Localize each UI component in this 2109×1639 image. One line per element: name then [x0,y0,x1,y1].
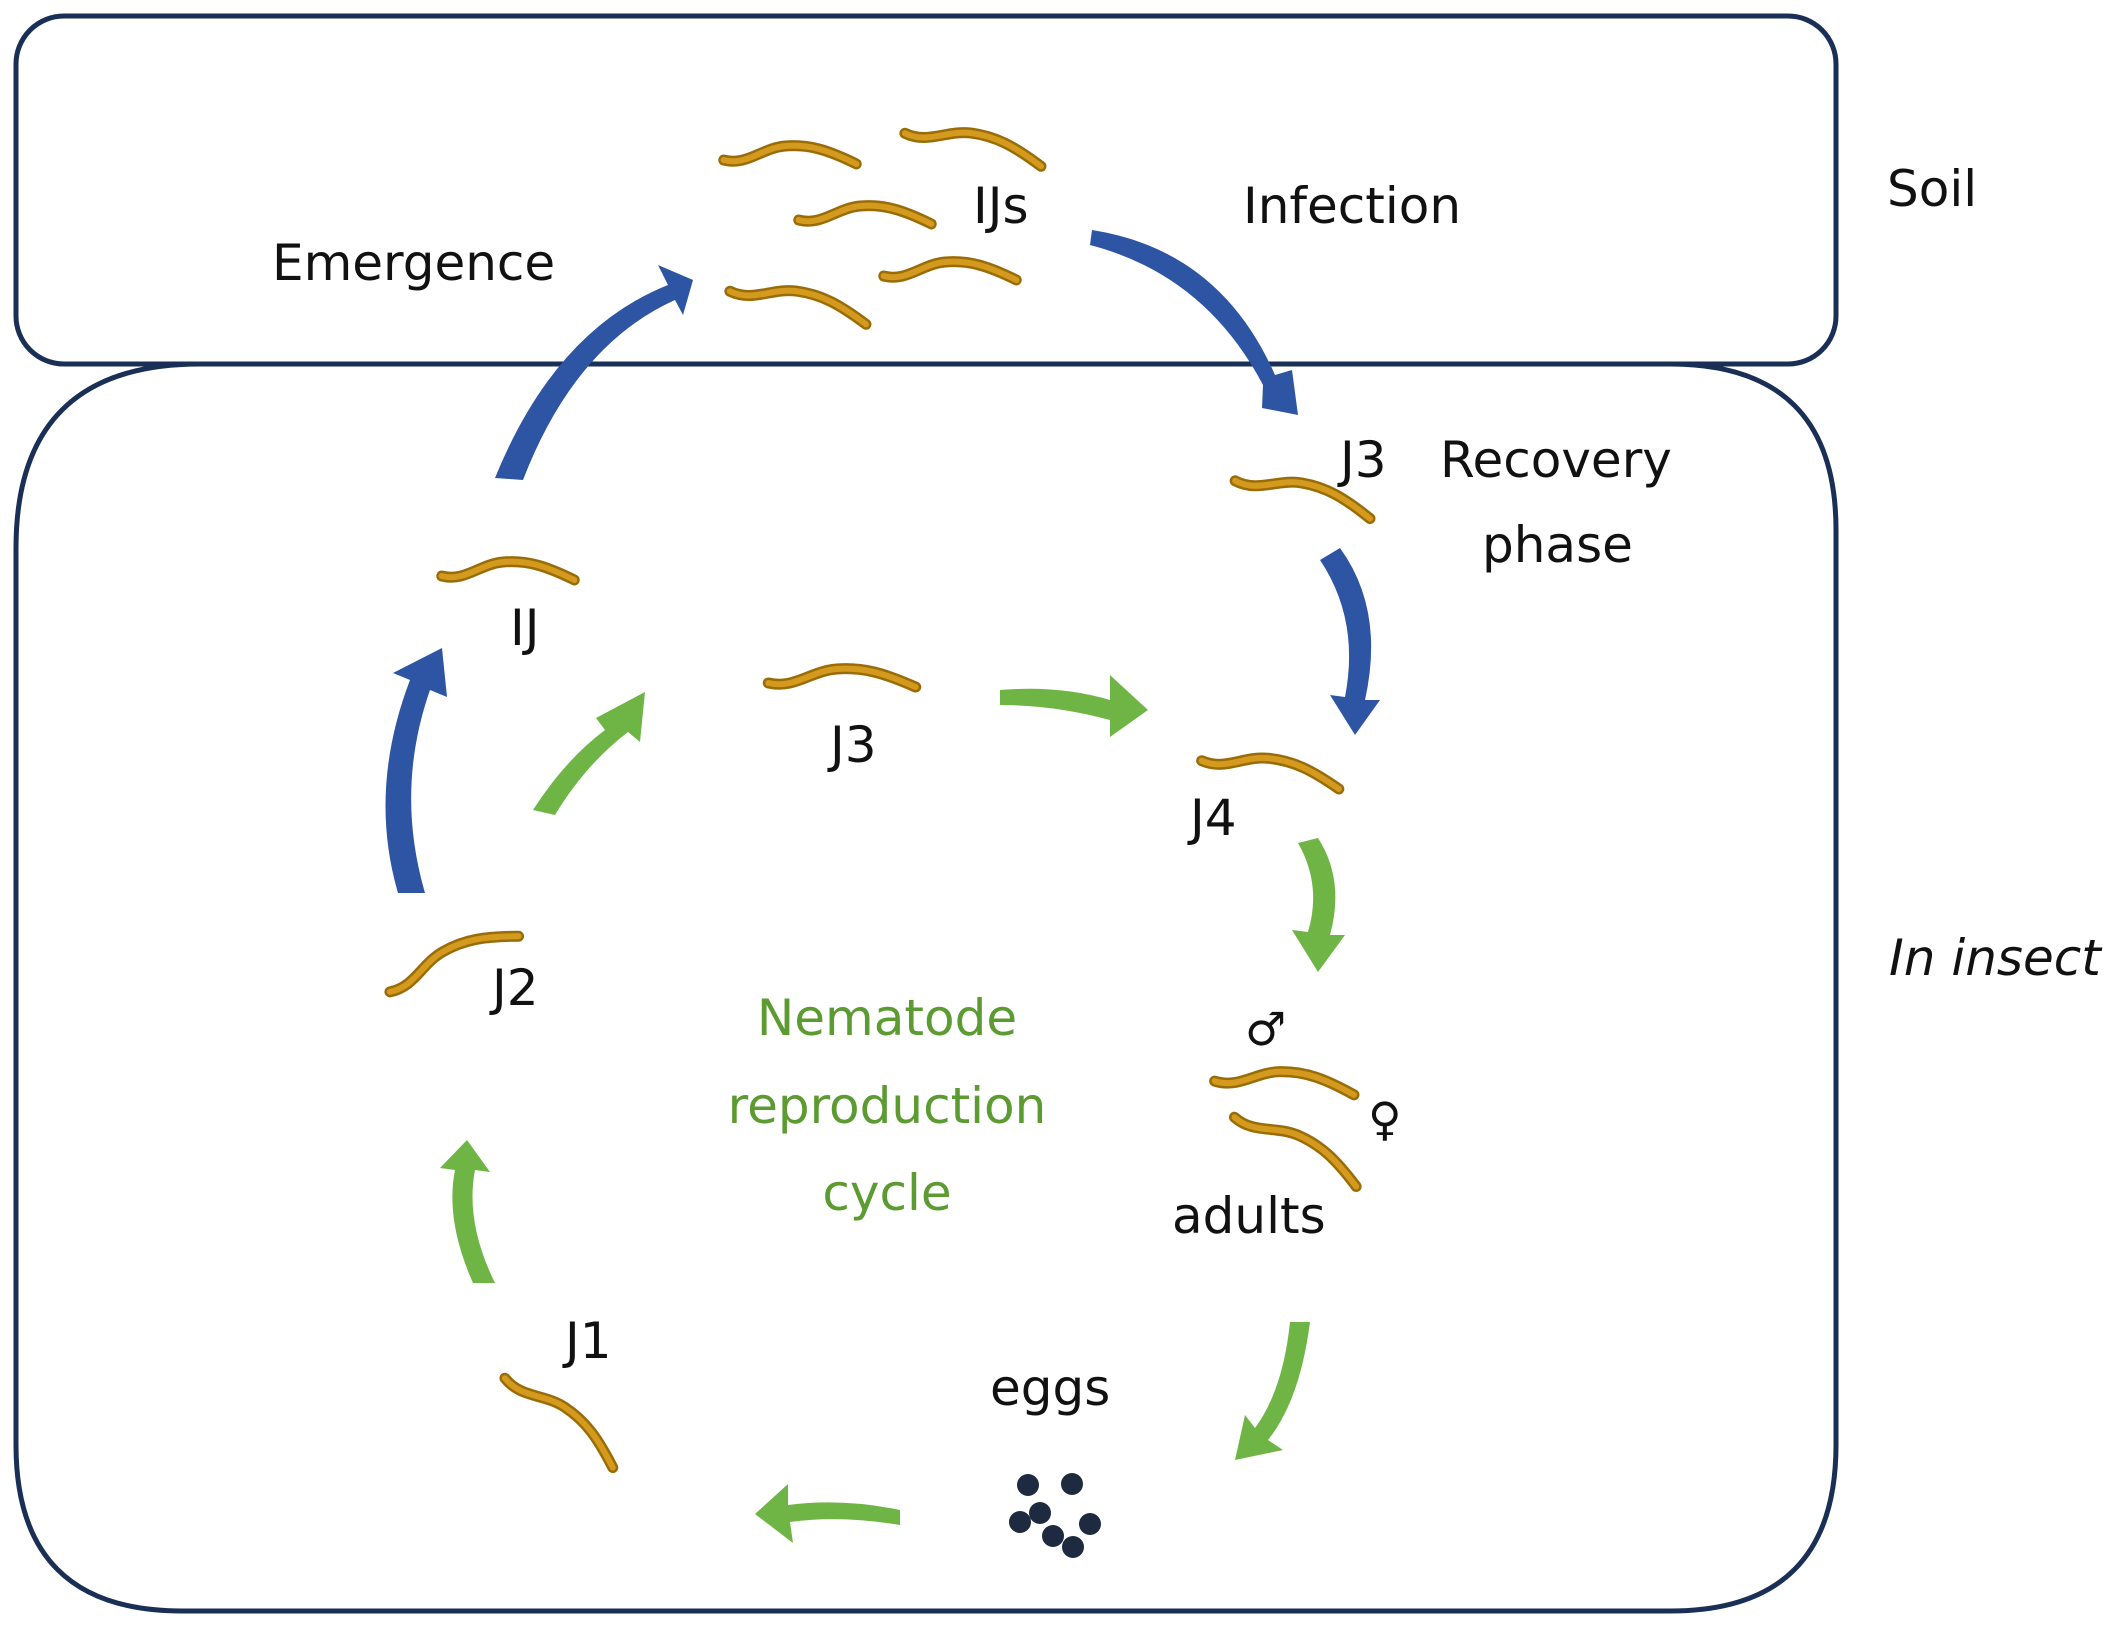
egg-cluster-icon [1009,1473,1101,1558]
j3-recovery-label: J3 [1337,431,1387,489]
green-arrows [440,675,1345,1543]
nematode-worm-icon [502,1367,624,1468]
j2-to-ij-arrow [385,648,447,893]
cycle-title-line3: cycle [822,1164,951,1222]
blue-arrows [385,230,1380,893]
j1-to-j2-arrow [440,1140,495,1283]
ij-label: IJ [510,599,540,657]
nematode-worm-icon [1201,747,1342,789]
recovery-to-j4-arrow [1320,548,1380,735]
nematode-worm-icon [884,262,1017,280]
soil-zone-box [13,13,1839,367]
male-symbol-icon: ♂ [1245,1002,1286,1056]
adults-label: adults [1172,1187,1326,1245]
emergence-arrow [495,265,693,480]
infection-label: Infection [1243,177,1461,235]
adults-to-eggs-arrow [1235,1322,1310,1460]
nematode-worm-icon [729,277,870,324]
nematode-worm-icon [904,119,1045,166]
in-insect-label: In insect [1889,929,2103,987]
nematode-worm-icon [799,206,932,224]
nematode-worm-icon [1233,1105,1365,1187]
nematode-worm-icon [442,562,575,580]
recovery-phase-label-line2: phase [1482,516,1633,574]
eggs-to-j1-arrow [755,1484,900,1543]
j2-to-j3-arrow [533,692,645,815]
emergence-label: Emergence [272,234,555,292]
nematode-worm-icon [724,146,857,164]
cycle-title-line1: Nematode [757,989,1017,1047]
female-symbol-icon: ♀ [1368,1092,1402,1146]
insect-zone-box [13,361,1839,1614]
nematode-worm-icon [1214,1067,1355,1095]
eggs-label: eggs [990,1359,1110,1417]
nematode-worm-icon [769,669,916,687]
j3-label: J3 [827,716,877,774]
recovery-phase-label-line1: Recovery [1440,431,1672,489]
j1-label: J1 [562,1312,612,1370]
infection-arrow [1090,230,1298,415]
j4-label: J4 [1187,789,1237,847]
j4-to-adults-arrow [1292,838,1345,972]
soil-label: Soil [1887,160,1977,218]
ijs-label: IJs [973,177,1029,235]
j2-label: J2 [489,959,539,1017]
cycle-title-line2: reproduction [728,1077,1047,1135]
j3-to-j4-arrow [1000,675,1148,737]
